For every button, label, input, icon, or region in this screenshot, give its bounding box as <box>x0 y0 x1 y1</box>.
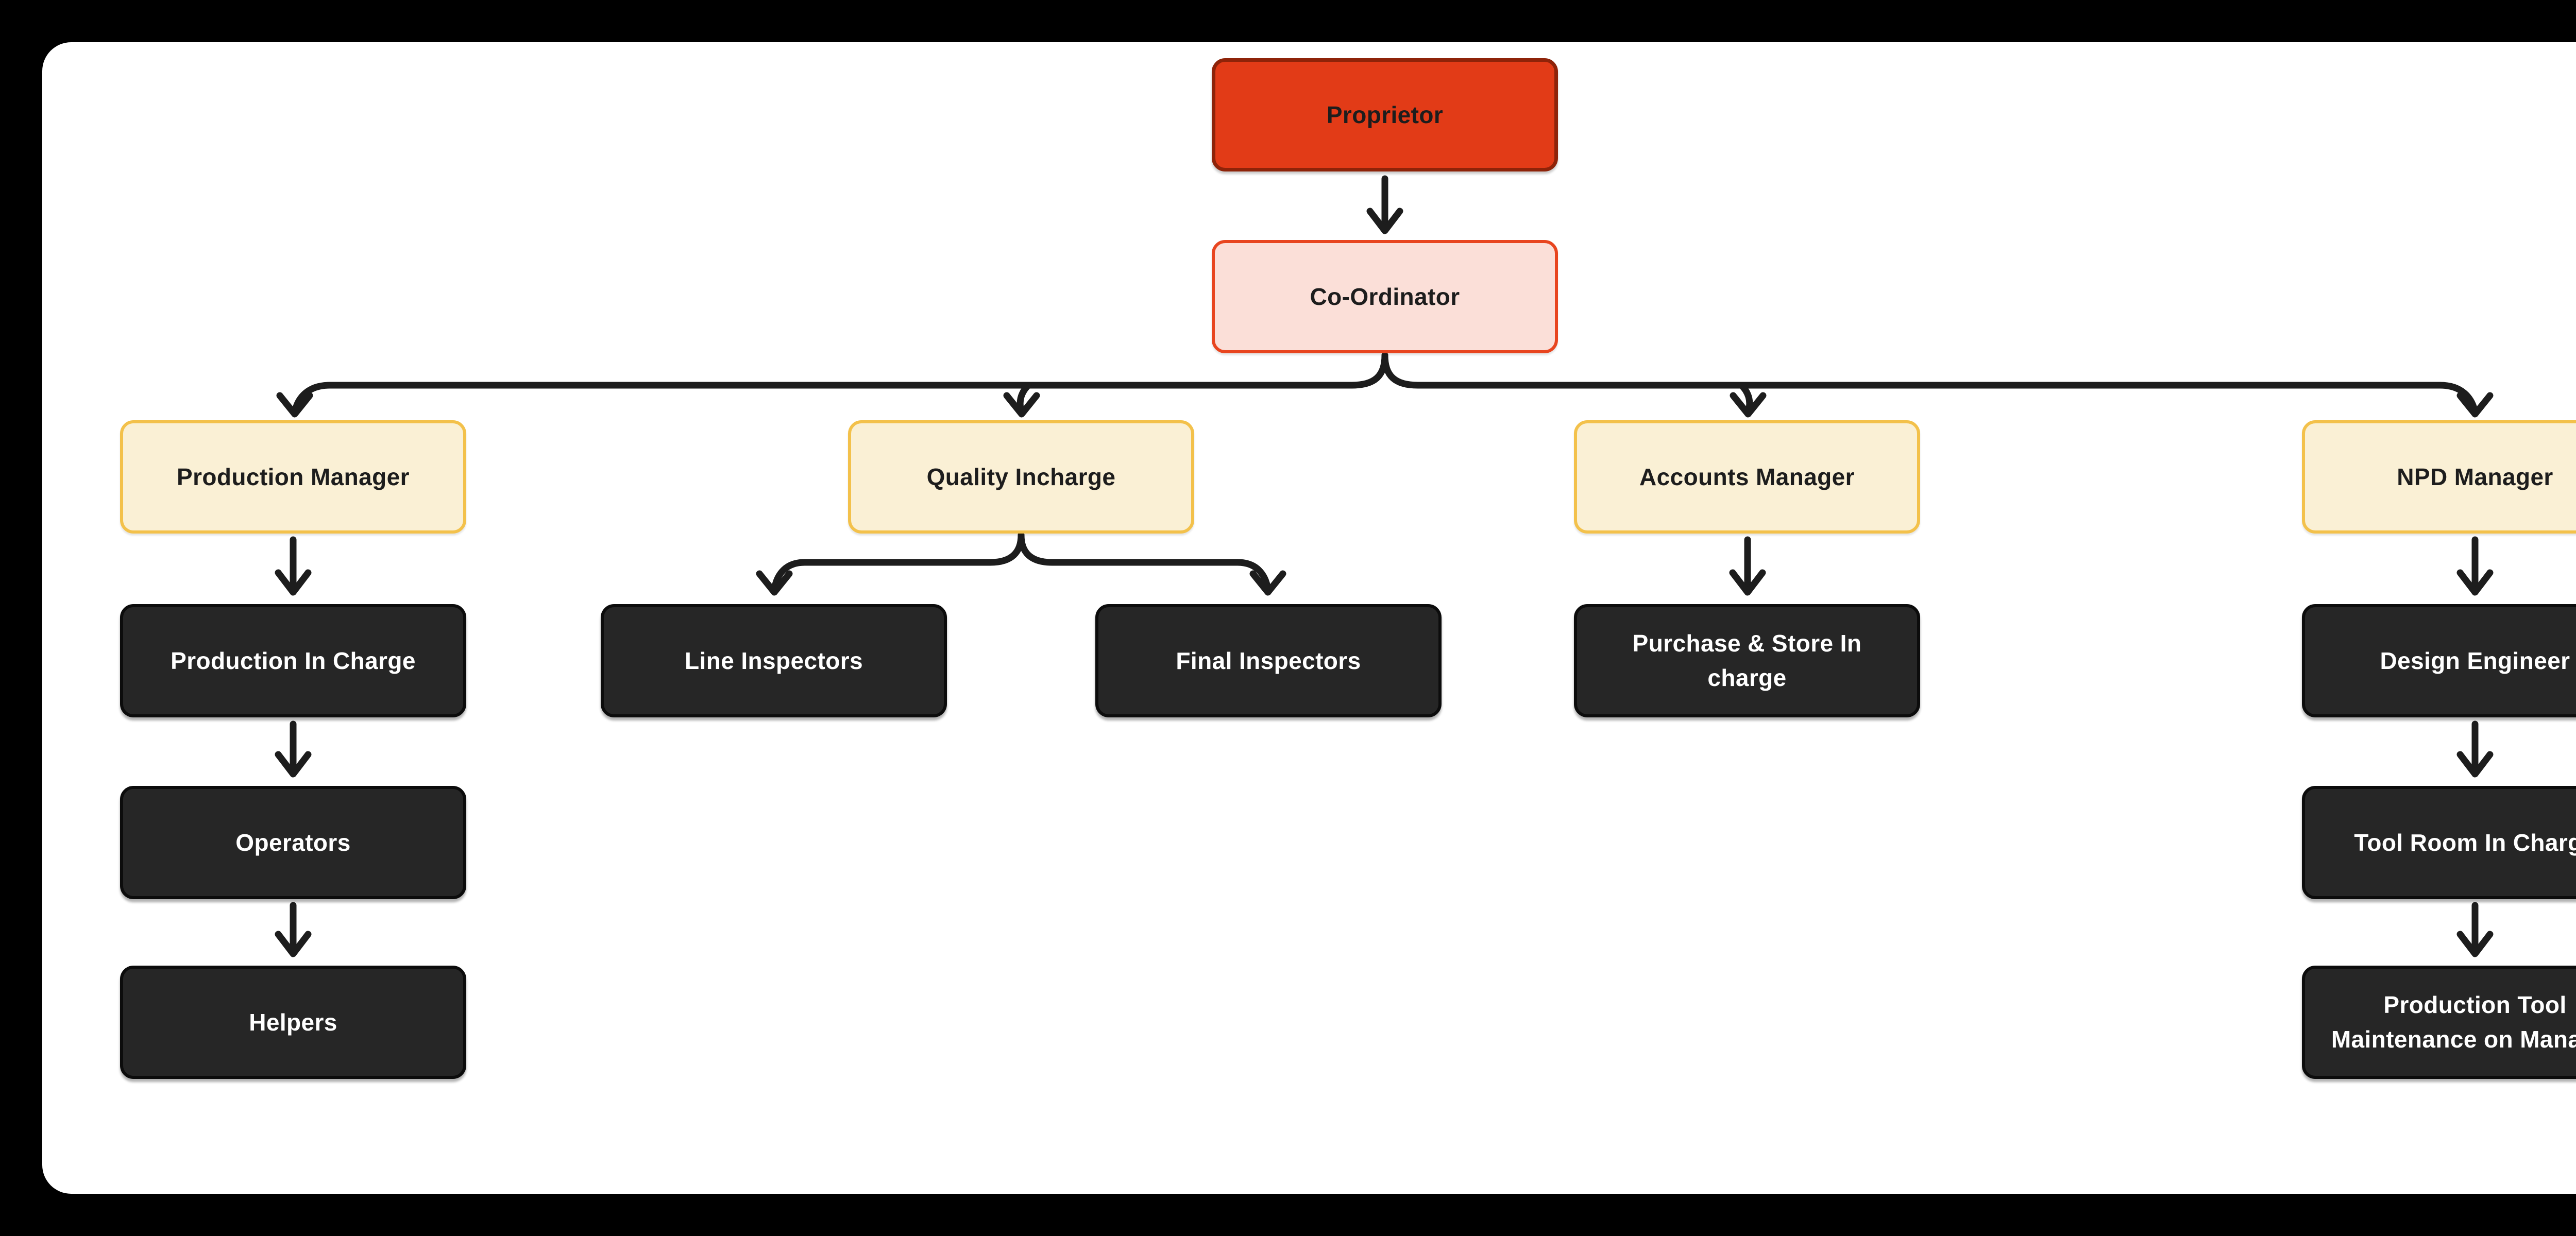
node-tool-room-in-charge: Tool Room In Charge <box>2302 786 2576 899</box>
edge-operators-helpers <box>275 902 312 957</box>
node-accounts-manager: Accounts Manager <box>1574 420 1920 534</box>
node-line-inspectors: Line Inspectors <box>601 604 947 717</box>
node-label: Purchase & Store In charge <box>1632 630 1862 691</box>
node-label: Line Inspectors <box>685 647 863 674</box>
edge-proprietor-coordinator <box>1366 175 1403 234</box>
node-label: Accounts Manager <box>1639 463 1855 490</box>
arrowhead-down-icon <box>275 931 312 957</box>
edge-tool-room-maintenance <box>2456 902 2494 957</box>
node-quality-incharge: Quality Incharge <box>848 420 1194 534</box>
arrowhead-down-icon <box>275 751 312 778</box>
node-label: Production Tool Maintenance on Manager <box>2331 991 2576 1053</box>
arrowhead-down-icon <box>2456 751 2494 778</box>
arrowhead-down-icon <box>756 570 793 596</box>
arrowhead-down-icon <box>1003 392 1040 418</box>
node-final-inspectors: Final Inspectors <box>1095 604 1442 717</box>
arrowhead-down-icon <box>275 569 312 596</box>
node-label: Final Inspectors <box>1176 647 1361 674</box>
arrowhead-down-icon <box>1729 569 1766 596</box>
edge-production-manager-in-charge <box>275 536 312 596</box>
node-purchase-store-in-charge: Purchase & Store In charge <box>1574 604 1920 717</box>
edge-design-tool-room <box>2456 720 2494 778</box>
edge-in-charge-operators <box>275 720 312 778</box>
node-coordinator: Co-Ordinator <box>1212 240 1558 353</box>
edge-quality-final-inspectors <box>1018 531 1286 596</box>
arrowhead-down-icon <box>1249 570 1286 596</box>
arrowhead-down-icon <box>2456 931 2494 957</box>
edge-coordinator-accounts-manager <box>1730 382 1767 418</box>
node-production-manager: Production Manager <box>120 420 466 534</box>
node-label: Quality Incharge <box>926 463 1116 490</box>
arrowhead-down-icon <box>276 392 313 418</box>
node-label: Production Manager <box>177 463 410 490</box>
node-label: Helpers <box>249 1008 337 1036</box>
arrowhead-down-icon <box>1730 392 1767 418</box>
node-design-engineer: Design Engineer <box>2302 604 2576 717</box>
edge-coordinator-production-manager <box>276 352 1388 418</box>
node-proprietor: Proprietor <box>1212 58 1558 171</box>
node-label: Co-Ordinator <box>1310 283 1460 310</box>
edge-npd-design-engineer <box>2456 536 2494 596</box>
edge-coordinator-quality-incharge <box>1003 382 1040 418</box>
node-label: Operators <box>235 829 351 856</box>
node-helpers: Helpers <box>120 966 466 1079</box>
node-label: Design Engineer <box>2380 647 2570 674</box>
node-label: Proprietor <box>1326 101 1444 128</box>
arrowhead-down-icon <box>1366 208 1403 234</box>
node-production-in-charge: Production In Charge <box>120 604 466 717</box>
node-operators: Operators <box>120 786 466 899</box>
node-label: Production In Charge <box>171 647 416 674</box>
node-npd-manager: NPD Manager <box>2302 420 2576 534</box>
edge-quality-line-inspectors <box>756 531 1025 596</box>
arrowhead-down-icon <box>2456 569 2494 596</box>
arrowhead-down-icon <box>2456 392 2494 418</box>
node-label: Tool Room In Charge <box>2354 829 2576 856</box>
edge-accounts-purchase-store <box>1729 536 1766 596</box>
node-production-tool-maintenance: Production Tool Maintenance on Manager <box>2302 966 2576 1079</box>
node-label: NPD Manager <box>2397 463 2553 490</box>
edge-coordinator-npd-manager <box>1381 352 2494 418</box>
